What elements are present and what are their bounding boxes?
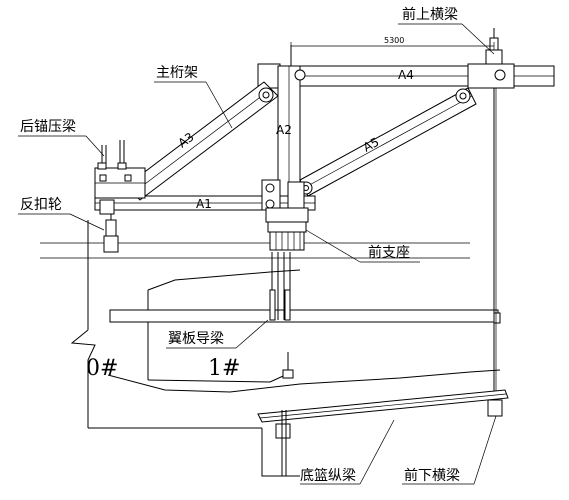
callout-reverse-hook-wheel: 反扣轮 <box>18 197 105 231</box>
front-support <box>265 207 309 251</box>
label-front-lower-crossbeam: 前下横梁 <box>404 467 460 484</box>
form-ties <box>282 352 294 379</box>
label-main-truss: 主桁架 <box>156 65 198 81</box>
reverse-hook-wheel <box>99 199 119 253</box>
wing-guide-beam <box>109 309 501 324</box>
segment-0-label: 0# <box>86 356 118 381</box>
label-reverse-hook-wheel: 反扣轮 <box>20 197 62 213</box>
dimension-text: 5300 <box>384 36 404 45</box>
callout-front-upper-crossbeam: 前上横梁 <box>398 6 495 55</box>
label-a5: A5 <box>361 135 382 155</box>
label-a2: A2 <box>276 123 292 137</box>
callout-wing-guide-beam: 翼板导梁 <box>166 319 269 349</box>
label-a1: A1 <box>196 197 212 211</box>
truss-joints <box>131 69 506 211</box>
pier-outline <box>40 220 501 477</box>
label-a4: A4 <box>398 68 414 82</box>
bottom-longitudinal-beam <box>257 389 509 476</box>
label-front-support: 前支座 <box>368 244 410 261</box>
callout-bottom-longitudinal-beam: 底篮纵梁 <box>300 419 395 485</box>
label-front-upper-crossbeam: 前上横梁 <box>402 6 458 23</box>
truss-member-a5 <box>299 87 477 197</box>
label-rear-anchor-beam: 后锚压梁 <box>20 119 76 135</box>
callout-front-support: 前支座 <box>305 229 420 263</box>
segment-1-label: 1# <box>208 356 240 381</box>
label-wing-guide-beam: 翼板导梁 <box>168 331 224 347</box>
label-bottom-longitudinal-beam: 底篮纵梁 <box>300 468 356 484</box>
callout-main-truss: 主桁架 <box>154 65 233 129</box>
hanger-lines <box>269 45 497 410</box>
dimension-5300: 5300 <box>290 36 495 50</box>
rear-anchor-beam <box>94 140 146 199</box>
callout-front-lower-crossbeam: 前下横梁 <box>402 415 497 485</box>
truss-member-a3 <box>125 81 279 201</box>
callout-rear-anchor-beam: 后锚压梁 <box>18 119 105 157</box>
truss-member-a4 <box>257 63 555 89</box>
